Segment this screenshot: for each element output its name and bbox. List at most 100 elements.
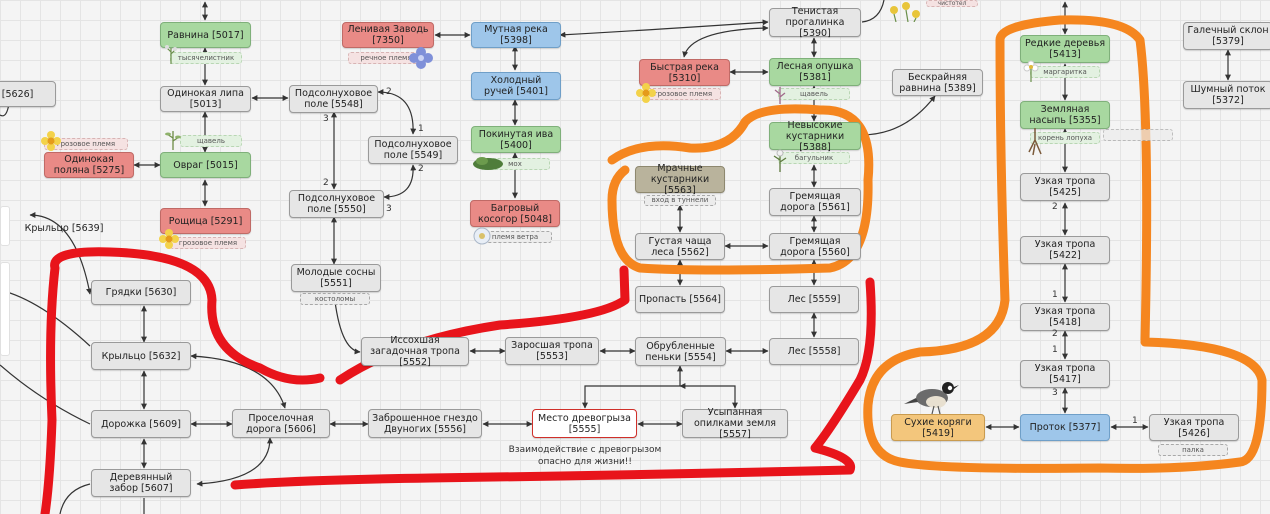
node-podsol-5548[interactable]: Подсолнуховое поле [5548]: [289, 85, 378, 113]
node-propast[interactable]: Пропасть [5564]: [635, 286, 725, 313]
tag-label: грозовое племя: [653, 89, 713, 98]
node-zemlyanaya[interactable]: Земляная насыпь [5355]: [1020, 101, 1110, 129]
node-label: Узкая тропа [5418]: [1034, 306, 1096, 328]
tag-shchavel: щавель: [778, 88, 850, 100]
node-bagrovy-kosogor[interactable]: Багровый косогор [5048]: [470, 200, 560, 227]
node-protok[interactable]: Проток [5377]: [1020, 414, 1110, 441]
edge-number: 3: [323, 114, 329, 124]
ledum-plant-icon: [773, 149, 787, 172]
node-label: Подсолнуховое поле [5549]: [374, 139, 452, 161]
tag-tysyachelistnik: тысячелистник: [170, 52, 242, 64]
node-lenivaya-zavod[interactable]: Ленивая Заводь [7350]: [342, 22, 434, 48]
node-gustaya[interactable]: Густая чаща леса [5562]: [635, 233, 725, 260]
node-label: Дорожка [5609]: [101, 418, 181, 430]
edge-number: 3: [1052, 388, 1058, 398]
node-label: Равнина [5017]: [167, 29, 244, 41]
node-les-5558[interactable]: Лес [5558]: [769, 338, 859, 365]
partial-panel: [0, 206, 10, 246]
edge-number: 2: [418, 164, 424, 174]
node-label: Бескрайняя равнина [5389]: [899, 71, 976, 94]
node-krylco-5632[interactable]: Крыльцо [5632]: [91, 342, 191, 370]
node-mesto-drevogryza[interactable]: Место древогрыза [5555]: [532, 409, 637, 438]
node-derevyanny[interactable]: Деревянный забор [5607]: [91, 469, 191, 497]
node-zarosshaya[interactable]: Заросшая тропа [5553]: [505, 337, 599, 365]
node-uzkaya-5422[interactable]: Узкая тропа [5422]: [1020, 236, 1110, 264]
node-ravnina[interactable]: Равнина [5017]: [160, 22, 251, 48]
node-mrachnye[interactable]: Мрачные кустарники [5563]: [635, 163, 725, 196]
node-issohshaya[interactable]: Иссохшая загадочная тропа [5552]: [361, 335, 469, 368]
node-molodye-sosny[interactable]: Молодые сосны [5551]: [291, 264, 381, 292]
node-label: Багровый косогор [5048]: [477, 202, 553, 225]
edge-number: 3: [386, 204, 392, 214]
node-obrublennye[interactable]: Обрубленные пеньки [5554]: [635, 337, 726, 366]
tag-label: палка: [1182, 445, 1204, 454]
node-proselochnaya[interactable]: Проселочная дорога [5606]: [232, 409, 330, 438]
node-holodny-ruchey[interactable]: Холодный ручей [5401]: [471, 72, 561, 100]
node-lesnaya-opushka[interactable]: Лесная опушка [5381]: [769, 58, 861, 86]
edge: [682, 25, 769, 58]
node-usypannaya[interactable]: Усыпанная опилками земля [5557]: [682, 407, 788, 440]
node-redkie[interactable]: Редкие деревья [5413]: [1020, 35, 1110, 63]
edge: [559, 19, 769, 38]
node-uzkaya-5417[interactable]: Узкая тропа [5417]: [1020, 360, 1110, 388]
tag-grozovoe: грозовое племя: [44, 138, 128, 150]
edge: [0, 289, 91, 347]
tag-label: костоломы: [314, 294, 356, 303]
chamomile-flower-icon: [41, 131, 61, 151]
warning-note: Взаимодействие с древогрызом опасно для …: [508, 445, 662, 467]
node-suhie[interactable]: Сухие коряги [5419]: [891, 414, 985, 441]
node-pokinutaya-iva[interactable]: Покинутая ива [5400]: [471, 126, 561, 153]
node-gremyashaya-5561[interactable]: Гремящая дорога [5561]: [769, 188, 861, 216]
node-label: Густая чаща леса [5562]: [648, 235, 712, 258]
node-odinokaya-lipa[interactable]: Одинокая липа [5013]: [160, 86, 251, 112]
tag-label: маргаритка: [1043, 67, 1087, 76]
node-label: Быстрая река [5310]: [650, 61, 719, 84]
node-tenistaya[interactable]: Тенистая прогалинка [5390]: [769, 6, 861, 39]
edge: [190, 353, 287, 409]
edge-number: 1: [418, 124, 424, 134]
node-les-5559[interactable]: Лес [5559]: [769, 286, 859, 313]
node-label: Крыльцо [5632]: [101, 350, 181, 362]
node-label: Мутная река [5398]: [484, 24, 548, 46]
node-uzkaya-5426[interactable]: Узкая тропа [5426]: [1149, 414, 1239, 441]
node-bystraya-reka[interactable]: Быстрая река [5310]: [639, 59, 730, 86]
node-galechny[interactable]: Галечный склон [5379]: [1183, 22, 1270, 50]
node-mutnaya-reka[interactable]: Мутная река [5398]: [471, 22, 561, 48]
node-gremyashaya-5560[interactable]: Гремящая дорога [5560]: [769, 233, 861, 260]
tag-label: грозовое племя: [56, 139, 116, 148]
node-label: Обрубленные пеньки [5554]: [645, 340, 716, 363]
node-zabroshennoe[interactable]: Заброшенное гнездо Двуногих [5556]: [368, 409, 482, 438]
edge: [196, 437, 273, 487]
node-label: Подсолнуховое поле [5548]: [294, 88, 373, 110]
tag-label: щавель: [197, 136, 225, 145]
node-label: Грядки [5630]: [105, 287, 177, 298]
tag-margaritka: маргаритка: [1030, 66, 1100, 78]
node-podsol-5549[interactable]: Подсолнуховое поле [5549]: [368, 136, 458, 164]
node-neviskie[interactable]: Невысокие кустарники [5388]: [769, 120, 861, 153]
node-bespkrainyaya[interactable]: Бескрайняя равнина [5389]: [892, 69, 983, 96]
node-gryadki[interactable]: Грядки [5630]: [91, 280, 191, 305]
node-label: Проток [5377]: [1029, 422, 1101, 433]
tag-vhod-v-tunneli: вход в туннели: [644, 195, 716, 206]
edge: [377, 89, 417, 135]
partial-panel: [0, 262, 10, 356]
node-label: Узкая тропа [5417]: [1034, 363, 1096, 385]
node-krylco-5639[interactable]: Крыльцо [5639]: [20, 216, 108, 240]
node-partial-5626[interactable]: й [5626]: [0, 81, 56, 107]
edge-number: 2: [386, 87, 392, 97]
node-label: Лесная опушка [5381]: [776, 61, 854, 83]
node-dorozhka[interactable]: Дорожка [5609]: [91, 410, 191, 438]
node-label: Иссохшая загадочная тропа [5552]: [370, 335, 460, 368]
tag-grozovoe: грозовое племя: [170, 237, 246, 249]
node-shumny[interactable]: Шумный поток [5372]: [1183, 81, 1270, 109]
edge: [0, 364, 91, 425]
tag-label: мох: [508, 159, 522, 168]
node-ovrag[interactable]: Овраг [5015]: [160, 152, 251, 178]
node-uzkaya-5418[interactable]: Узкая тропа [5418]: [1020, 303, 1110, 331]
node-odinokaya-polyana[interactable]: Одинокая поляна [5275]: [44, 152, 134, 178]
node-uzkaya-5425[interactable]: Узкая тропа [5425]: [1020, 173, 1110, 201]
node-roshcha[interactable]: Рощица [5291]: [160, 208, 251, 234]
tag-label: корень лопуха: [1037, 133, 1093, 142]
node-podsol-5550[interactable]: Подсолнуховое поле [5550]: [289, 190, 384, 218]
chamomile-flower-icon: [1023, 60, 1039, 82]
